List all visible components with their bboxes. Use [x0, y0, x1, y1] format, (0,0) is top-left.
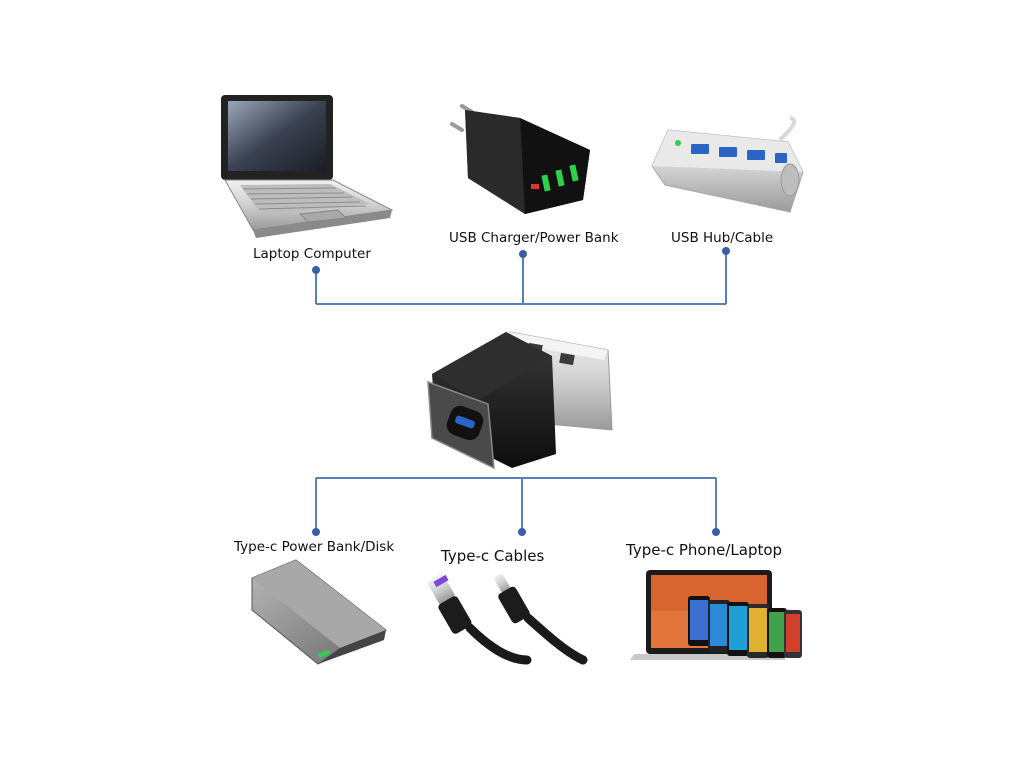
phones-laptop-icon — [630, 570, 802, 660]
label-usb-charger-power-bank: USB Charger/Power Bank — [449, 230, 619, 246]
connector-dot-cables — [518, 528, 526, 536]
label-laptop-computer: Laptop Computer — [253, 246, 371, 262]
type-c-cables-icon — [427, 573, 588, 665]
usb-charger-icon — [450, 104, 590, 214]
label-type-c-power-bank-disk: Type-c Power Bank/Disk — [233, 539, 394, 555]
label-usb-hub-cable: USB Hub/Cable — [671, 230, 773, 246]
connector-dot-charger — [519, 250, 527, 258]
label-type-c-phone-laptop: Type-c Phone/Laptop — [625, 541, 782, 559]
laptop-icon — [221, 95, 394, 238]
power-bank-icon — [251, 559, 387, 665]
usb-a-to-c-adapter-icon — [427, 331, 613, 470]
connector-dot-hub — [722, 247, 730, 255]
label-type-c-cables: Type-c Cables — [440, 547, 544, 565]
connector-dot-powerbank — [312, 528, 320, 536]
connector-dot-laptop — [312, 266, 320, 274]
bottom-connector — [312, 477, 720, 536]
connector-dot-phone — [712, 528, 720, 536]
usb-hub-icon — [651, 116, 804, 213]
top-connector — [312, 247, 730, 305]
